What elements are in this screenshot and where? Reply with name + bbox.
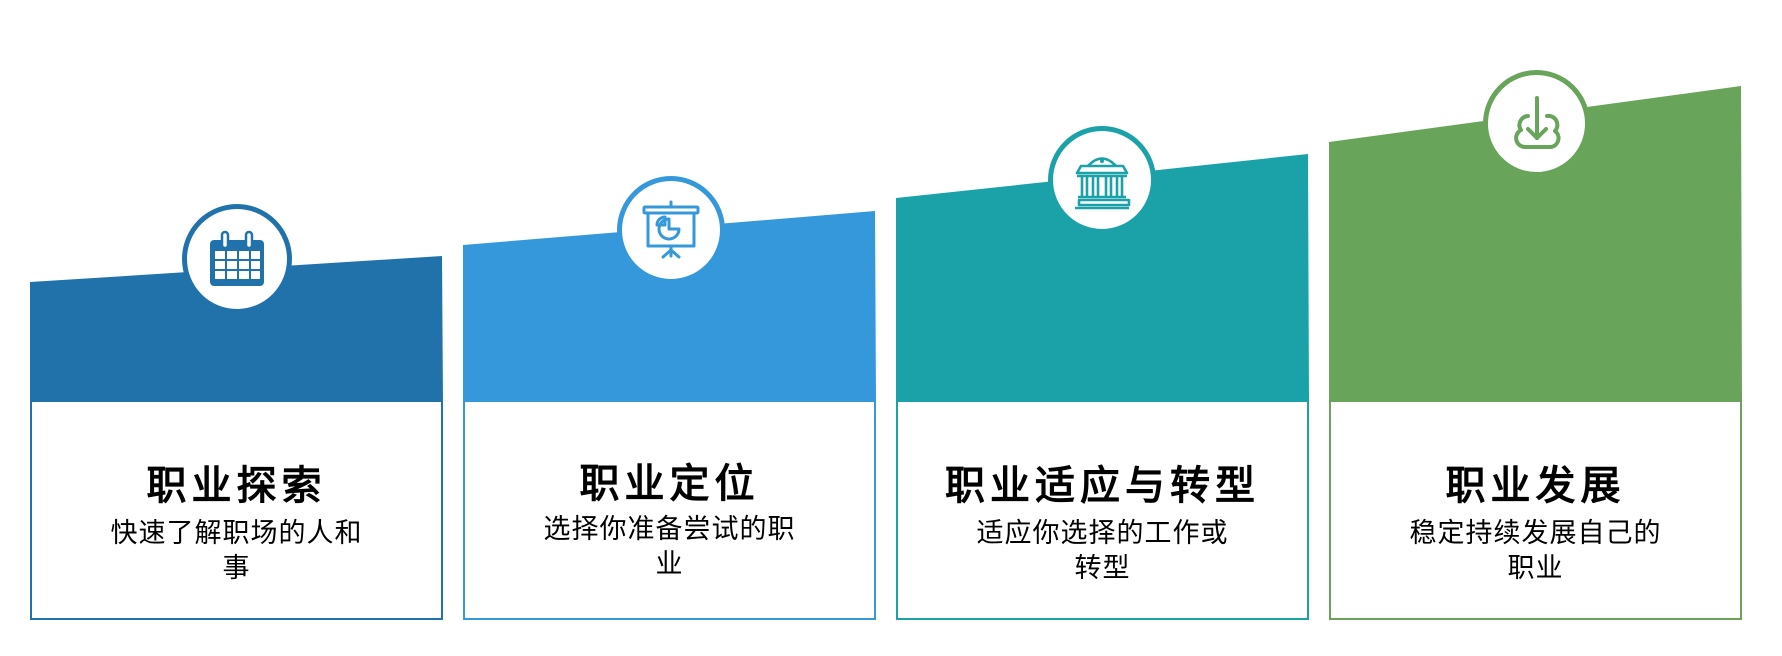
stage-3-title: 职业适应与转型 [945, 463, 1260, 509]
stage-2-icon-badge [617, 176, 725, 284]
stage-2-title: 职业定位 [579, 461, 760, 507]
stage-3-description-line-2: 转型 [1074, 553, 1131, 584]
stage-2-banner [463, 211, 876, 403]
stage-3-card: 职业适应与转型 适应你选择的工作或 转型 [896, 402, 1309, 620]
stage-1-icon-badge [182, 204, 292, 314]
presentation-chart-icon [642, 200, 700, 259]
stage-2-description-line-2: 业 [655, 549, 684, 580]
stage-3-description-line-1: 适应你选择的工作或 [976, 518, 1229, 549]
stage-4-description-line-2: 职业 [1507, 553, 1564, 584]
stage-3-banner [896, 154, 1309, 403]
stage-1-description: 快速了解职场的人和 事 [32, 516, 441, 586]
stage-4-description-line-1: 稳定持续发展自己的 [1409, 518, 1662, 549]
calendar-icon [210, 230, 264, 286]
stage-1-description-line-2: 事 [222, 553, 251, 584]
stage-2-card: 职业定位 选择你准备尝试的职 业 [463, 402, 876, 620]
stage-4-card: 职业发展 稳定持续发展自己的 职业 [1329, 402, 1742, 620]
stage-1-card: 职业探索 快速了解职场的人和 事 [30, 402, 443, 620]
stage-4-description: 稳定持续发展自己的 职业 [1331, 516, 1740, 586]
stage-2-description: 选择你准备尝试的职 业 [465, 512, 874, 582]
stage-4-title: 职业发展 [1445, 463, 1626, 509]
stage-3-icon-badge [1048, 126, 1156, 234]
stage-1-banner [30, 256, 443, 403]
cloud-download-icon [1513, 95, 1560, 149]
stage-4-icon-badge [1483, 70, 1590, 177]
stage-1-description-line-1: 快速了解职场的人和 [110, 518, 363, 549]
stage-4-banner [1329, 86, 1742, 403]
stage-3-description: 适应你选择的工作或 转型 [898, 516, 1307, 586]
stage-1-title: 职业探索 [146, 463, 327, 509]
stage-2-description-line-1: 选择你准备尝试的职 [543, 514, 796, 545]
bank-building-icon [1075, 157, 1131, 210]
